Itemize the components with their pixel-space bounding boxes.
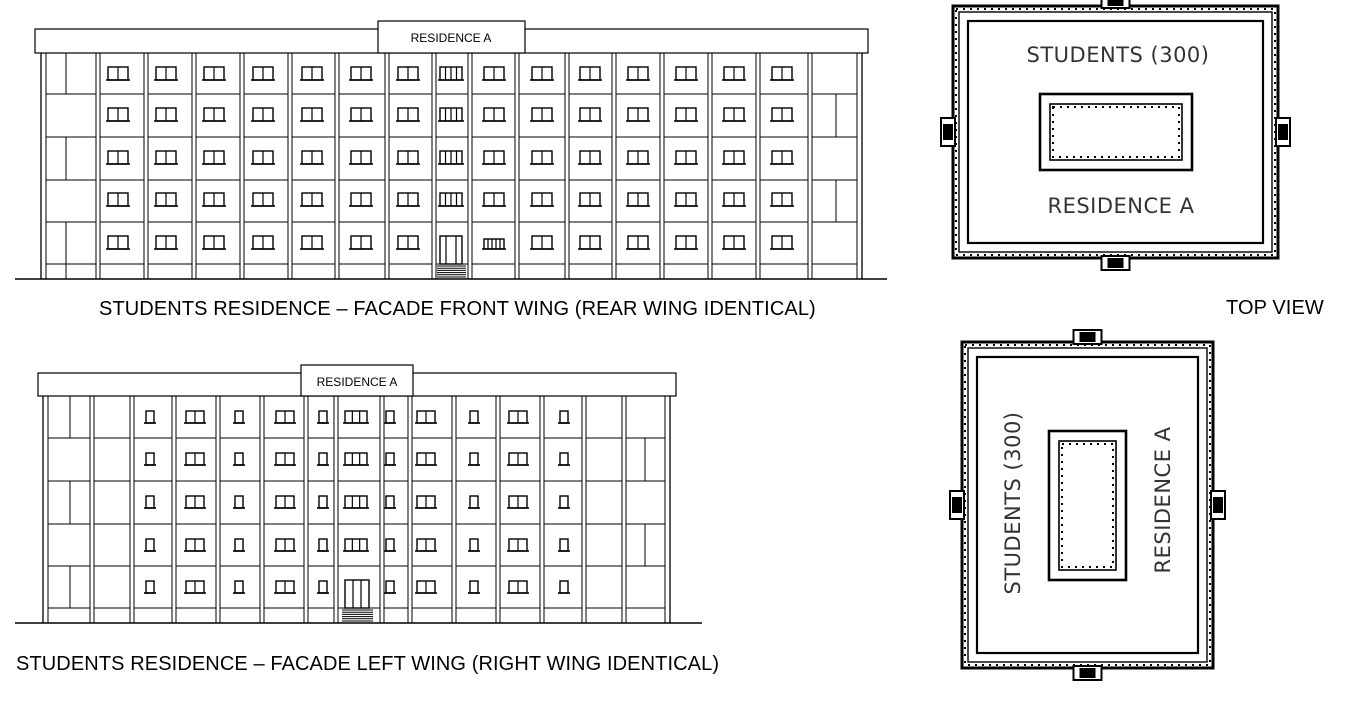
- left-facade-sign: RESIDENCE A: [317, 375, 398, 389]
- window: [145, 495, 155, 509]
- window: [234, 495, 244, 509]
- plan-stair-core: [1107, 258, 1124, 268]
- plan-courtyard: [1047, 429, 1128, 582]
- window: [469, 410, 479, 424]
- top-view-plan-lower: [949, 329, 1226, 681]
- window: [145, 580, 155, 594]
- window: [344, 495, 368, 509]
- plan-courtyard-columns: [1052, 106, 1180, 158]
- top-view-plan-upper: [940, 0, 1291, 271]
- plan-courtyard-inner: [1058, 440, 1117, 571]
- entrance-sign-box: [377, 20, 526, 54]
- entrance-sign-box: [300, 364, 414, 397]
- left-facade-caption: STUDENTS RESIDENCE – FACADE LEFT WING (R…: [16, 653, 720, 675]
- plan-courtyard-inner: [1049, 103, 1183, 161]
- window: [385, 538, 395, 552]
- window: [469, 538, 479, 552]
- plan-stair-core: [943, 124, 953, 140]
- plan-outer-wall-inner: [958, 11, 1273, 253]
- plan-inner-wall: [975, 355, 1200, 655]
- window: [145, 538, 155, 552]
- plan-stair-core: [1107, 0, 1124, 6]
- window: [344, 452, 368, 466]
- window: [145, 452, 155, 466]
- window: [469, 452, 479, 466]
- window: [483, 238, 505, 250]
- window: [344, 538, 368, 552]
- window: [344, 410, 368, 424]
- plan-stair-core: [1213, 497, 1223, 513]
- entrance-door: [344, 579, 370, 609]
- entrance-door: [439, 235, 463, 265]
- window: [559, 495, 569, 509]
- window: [318, 495, 328, 509]
- window: [234, 538, 244, 552]
- plan-stair-core: [1278, 124, 1288, 140]
- window: [385, 452, 395, 466]
- window: [234, 580, 244, 594]
- plan-lower-residence-label: RESIDENCE A: [1151, 426, 1175, 573]
- window: [385, 410, 395, 424]
- plan-upper-students-label: STUDENTS (300): [1027, 43, 1210, 67]
- plan-stair-core: [1079, 668, 1096, 678]
- plan-inner-wall: [966, 19, 1265, 245]
- window: [234, 410, 244, 424]
- plan-lower-students-label: STUDENTS (300): [1001, 412, 1025, 595]
- left-facade-elevation: [15, 364, 702, 624]
- plan-courtyard-columns: [1061, 443, 1114, 568]
- plan-stair-core: [952, 497, 962, 513]
- window: [559, 580, 569, 594]
- plan-outer-wall: [960, 340, 1215, 670]
- window: [385, 580, 395, 594]
- plan-upper-residence-label: RESIDENCE A: [1047, 194, 1194, 218]
- front-facade-caption: STUDENTS RESIDENCE – FACADE FRONT WING (…: [99, 298, 816, 320]
- window: [318, 580, 328, 594]
- top-view-caption: TOP VIEW: [1226, 297, 1324, 319]
- window: [559, 452, 569, 466]
- window: [318, 538, 328, 552]
- window: [318, 452, 328, 466]
- window: [469, 495, 479, 509]
- window: [469, 580, 479, 594]
- window: [318, 410, 328, 424]
- window: [145, 410, 155, 424]
- window: [559, 410, 569, 424]
- plan-outer-wall-inner: [967, 347, 1208, 663]
- front-facade-elevation: [15, 20, 887, 280]
- front-facade-sign: RESIDENCE A: [411, 31, 492, 45]
- window: [234, 452, 244, 466]
- window: [385, 495, 395, 509]
- window: [559, 538, 569, 552]
- plan-courtyard: [1038, 92, 1194, 172]
- plan-stair-core: [1079, 332, 1096, 342]
